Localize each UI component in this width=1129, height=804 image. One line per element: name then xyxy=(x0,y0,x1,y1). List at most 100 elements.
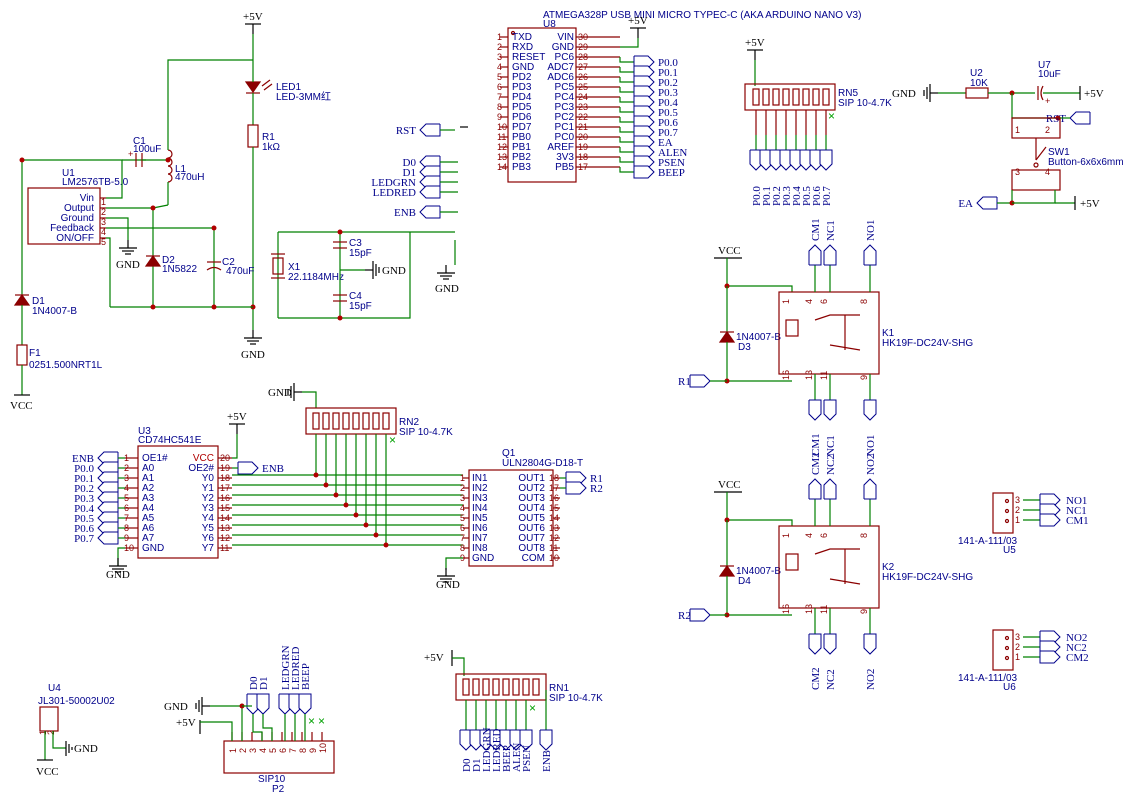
net-rst-sw-flag xyxy=(1069,111,1091,125)
u8-pin-PD4: PD4 xyxy=(512,92,532,103)
rn5-resistor xyxy=(772,88,780,106)
q1-pin-IN8: IN8 xyxy=(472,543,488,554)
k1-body xyxy=(778,291,880,375)
u3-ref: U3 xyxy=(138,426,151,437)
rn1-net-D0: D0 xyxy=(461,758,473,772)
k2-pin: 11 xyxy=(819,605,829,614)
u3-value: CD74HC541E xyxy=(138,435,202,446)
k1-pin: 16 xyxy=(781,370,791,380)
rn1-resistor xyxy=(462,678,470,696)
k1-bot-NC1-flag xyxy=(823,399,837,421)
q1-pin-GND: GND xyxy=(472,553,494,564)
c1-plus: + xyxy=(128,149,133,159)
gnd-label: GND xyxy=(892,88,916,100)
u3-pin-A6: A6 xyxy=(142,523,155,534)
q1-pin-num: 6 xyxy=(460,523,465,533)
net-rn5-P0.2: P0.2 xyxy=(771,186,783,206)
k1-ref: K1 xyxy=(882,328,895,339)
k2-bot-CM2-flag xyxy=(808,633,822,655)
u6-pin: 1 xyxy=(1015,652,1020,662)
rn1-nc: × xyxy=(529,701,536,715)
k1-pin: 6 xyxy=(819,299,829,304)
u1-pin-Ground: Ground xyxy=(61,213,94,224)
q1-pin-IN1: IN1 xyxy=(472,473,488,484)
wire xyxy=(619,117,634,123)
p5v-label-reset: +5V xyxy=(1084,88,1104,100)
rn2-ref: RN2 xyxy=(399,417,419,428)
p2-pin: 2 xyxy=(238,748,248,753)
wire xyxy=(619,77,634,83)
rn5-resistor xyxy=(752,88,760,106)
u8-pin-PD7: PD7 xyxy=(512,122,532,133)
p2-net-D0: D0 xyxy=(248,676,260,690)
junction-dot xyxy=(165,157,171,163)
u5-net2: CM1 xyxy=(1066,515,1089,527)
l1-coil xyxy=(167,149,173,159)
led1-ray xyxy=(261,79,271,87)
k2-pin: 4 xyxy=(804,533,814,538)
rn5-resistor xyxy=(822,88,830,106)
net-LEDGRN: LEDGRN xyxy=(371,177,416,189)
wire xyxy=(262,714,273,741)
rn1-net-BEEP: BEEP xyxy=(501,745,513,772)
p2-pin: 10 xyxy=(318,743,328,753)
sw1-circle xyxy=(1033,162,1039,168)
u6-ref: U6 xyxy=(1003,682,1016,693)
rn2-resistor xyxy=(372,412,380,430)
junction-dot xyxy=(337,229,343,235)
u8-pin-ADC6: ADC6 xyxy=(547,72,574,83)
k2-pin: 13 xyxy=(804,604,814,614)
k1-in: R1 xyxy=(678,376,691,388)
k2-top-CM2-flag xyxy=(808,478,822,500)
u8-pin-RXD: RXD xyxy=(512,42,533,53)
u1-ref: U1 xyxy=(62,168,75,179)
u8-pin-PD5: PD5 xyxy=(512,102,532,113)
rn2-resistor xyxy=(322,412,330,430)
u3-pin-Y7: Y7 xyxy=(202,543,215,554)
wire xyxy=(726,258,793,292)
net-P0.7: P0.7 xyxy=(658,127,678,139)
p5v-label-p2: +5V xyxy=(176,717,196,729)
u3-net-P0.0: P0.0 xyxy=(74,463,94,475)
u8-pin-PC5: PC5 xyxy=(555,82,575,93)
net-rn5-P0.7-flag xyxy=(819,149,833,171)
led1-ref: LED1 xyxy=(276,82,301,93)
u8-pin-TXD: TXD xyxy=(512,32,532,43)
u3-net-P0.7: P0.7 xyxy=(74,533,94,545)
k1-top-NO1: NO1 xyxy=(865,220,877,241)
u6-flag-flag xyxy=(1039,650,1061,664)
gnd-label-u1: GND xyxy=(116,259,140,271)
rn1-resistor xyxy=(502,678,510,696)
u8-pin-num: 8 xyxy=(497,102,502,112)
k1-value: HK19F-DC24V-SHG xyxy=(882,338,973,349)
u8-pin1-dot xyxy=(510,30,516,36)
u6-pin: 3 xyxy=(1015,632,1020,642)
u8-pin-PC0: PC0 xyxy=(555,132,575,143)
d2-value: 1N5822 xyxy=(162,264,197,275)
sw1-bot xyxy=(1011,169,1061,191)
junction-dot xyxy=(323,482,329,488)
net-rn5-P0.4: P0.4 xyxy=(791,186,803,206)
u1-pin-ON/OFF: ON/OFF xyxy=(56,233,94,244)
net-BEEP-flag xyxy=(633,165,655,179)
k2-pin: 8 xyxy=(859,533,869,538)
u5-ref: U5 xyxy=(1003,545,1016,556)
rn1-body xyxy=(455,673,547,701)
u4-value: JL301-50002U02 xyxy=(38,696,115,707)
u8-pin-PC4: PC4 xyxy=(555,92,575,103)
net-rn5-P0.6: P0.6 xyxy=(811,186,823,206)
u6-value: 141-A-111/03 xyxy=(958,673,1018,684)
u2-value: 10K xyxy=(970,78,988,89)
u3-net-P0.2: P0.2 xyxy=(74,483,94,495)
u8-pin-VIN: VIN xyxy=(557,32,574,43)
k2-bot-NC2: NC2 xyxy=(825,669,837,690)
x1-ref: X1 xyxy=(288,262,301,273)
rn1-flag-flag xyxy=(519,729,533,751)
c4-ref: C4 xyxy=(349,291,362,302)
u3-pin-A2: A2 xyxy=(142,483,155,494)
p2-net-LEDGRN: LEDGRN xyxy=(280,645,292,690)
sw1-value: Button-6x6x6mm xyxy=(1048,157,1124,168)
k2-value: HK19F-DC24V-SHG xyxy=(882,572,973,583)
vcc-label-u4: VCC xyxy=(36,766,59,778)
q1-pin-OUT5: OUT5 xyxy=(518,513,545,524)
